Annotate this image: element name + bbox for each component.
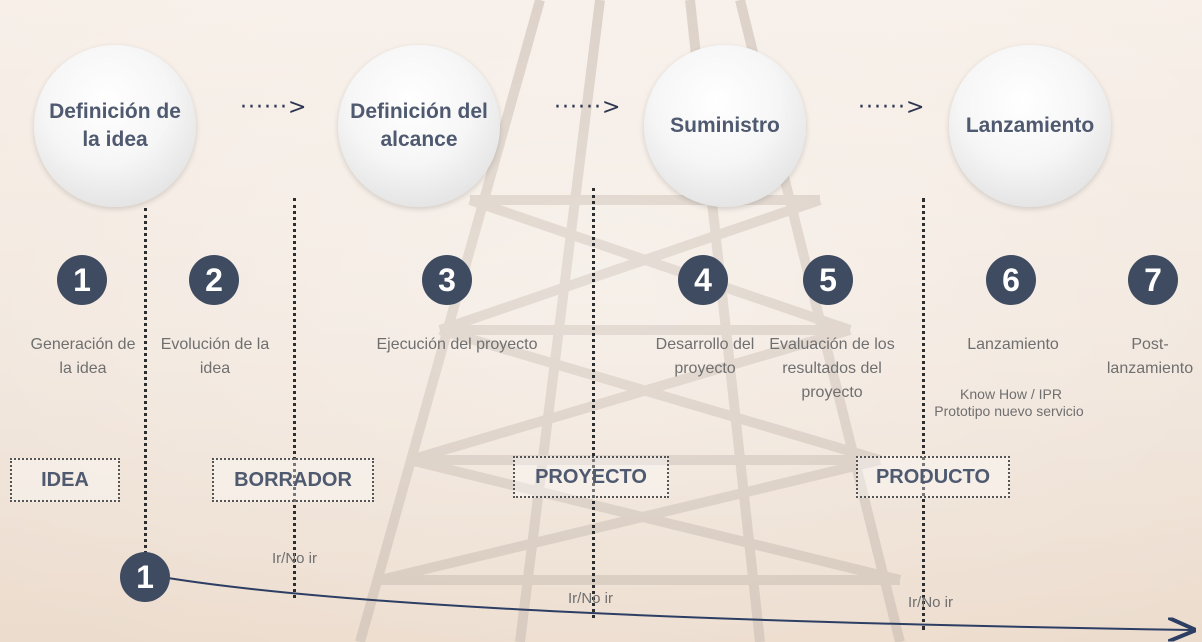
- stage-box-product: PRODUCTO: [856, 456, 1010, 498]
- phase-label: Definición de la idea: [49, 100, 181, 151]
- stage-box-project: PROYECTO: [513, 456, 669, 498]
- timeline-start-badge: 1: [120, 552, 170, 602]
- step-badge: 7: [1128, 255, 1178, 305]
- separator-line: [922, 198, 925, 630]
- step-text: Evolución de la idea: [160, 336, 270, 377]
- phase-circle-launch: Lanzamiento: [949, 45, 1111, 207]
- dotted-arrow-icon: ······>: [554, 95, 622, 120]
- separator-line: [144, 208, 147, 578]
- step-text: Desarrollo del proyecto: [655, 336, 755, 377]
- step-text: Evaluación de los resultados del proyect…: [769, 336, 895, 401]
- separator-line: [293, 198, 296, 598]
- step-badge: 2: [189, 255, 239, 305]
- phase-circle-idea-definition: Definición de la idea: [34, 45, 196, 207]
- step-badge: 3: [422, 255, 472, 305]
- separator-line: [592, 188, 595, 618]
- phase-circle-supply: Suministro: [644, 45, 806, 207]
- step-text: Post-lanzamiento: [1106, 336, 1194, 377]
- phase-label: Lanzamiento: [965, 114, 1095, 137]
- phase-circle-scope-definition: Definición del alcance: [338, 45, 500, 207]
- step-text: Ejecución del proyecto: [376, 336, 538, 353]
- step-text: Lanzamiento: [967, 336, 1059, 353]
- go-no-go-label: Ir/No ir: [272, 550, 317, 567]
- prototype-note: Prototipo nuevo servicio: [934, 403, 1084, 419]
- step-badge: 6: [986, 255, 1036, 305]
- dotted-arrow-icon: ······>: [240, 95, 308, 120]
- step-badge: 4: [678, 255, 728, 305]
- stage-box-idea: IDEA: [10, 458, 120, 502]
- know-how-note: Know How / IPR: [960, 386, 1062, 402]
- go-no-go-label: Ir/No ir: [908, 594, 953, 611]
- phase-label: Definición del alcance: [350, 100, 488, 151]
- phase-label: Suministro: [670, 114, 780, 137]
- step-text: Generación de la idea: [30, 336, 136, 377]
- dotted-arrow-icon: ······>: [858, 95, 926, 120]
- stage-box-draft: BORRADOR: [212, 458, 374, 502]
- step-badge: 1: [57, 255, 107, 305]
- step-badge: 5: [803, 255, 853, 305]
- go-no-go-label: Ir/No ir: [568, 590, 613, 607]
